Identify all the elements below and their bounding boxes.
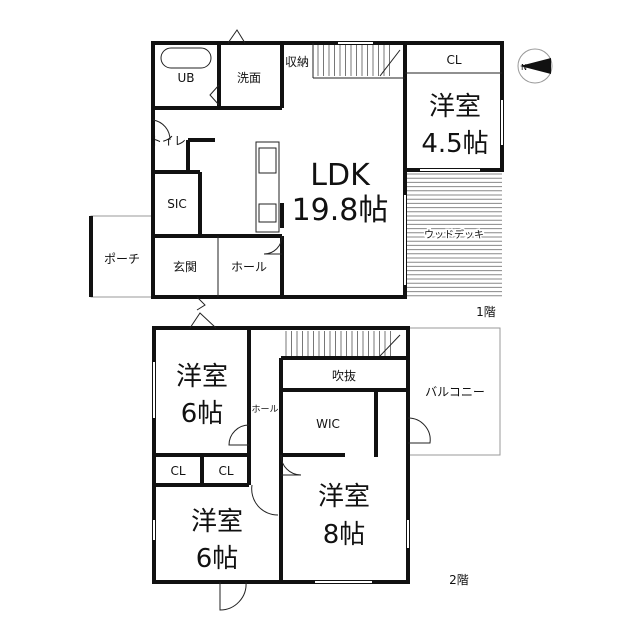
svg-text:N: N xyxy=(521,63,527,72)
room-label-closet-a: CL xyxy=(170,464,185,478)
entrance-door[interactable] xyxy=(196,296,206,311)
door-swing[interactable] xyxy=(219,581,247,611)
window-door xyxy=(227,29,246,44)
room-label-hall: ホール xyxy=(231,260,267,274)
door-swing[interactable] xyxy=(152,119,171,141)
floor-2-label: 2階 xyxy=(449,572,469,587)
room-label-entrance: 玄関 xyxy=(173,259,197,274)
room-label-sic: SIC xyxy=(167,197,187,211)
room-label-ldk-name: LDK xyxy=(310,158,371,193)
room-label-western-6a-name: 洋室 xyxy=(176,362,228,392)
north-arrow-icon: N xyxy=(517,48,553,84)
door-swing[interactable] xyxy=(189,312,217,329)
stair-arrow xyxy=(379,49,401,77)
room-label-hall-2f: ホール xyxy=(251,404,278,415)
room-label-ub: UB xyxy=(177,71,194,85)
floor-1: UB 洗面 収納 CL 洋室 4.5帖 トイレ SIC LDK 19.8帖 ポー… xyxy=(89,29,553,319)
door-swing[interactable] xyxy=(280,454,302,476)
room-label-closet: CL xyxy=(446,53,461,67)
room-label-western-4-5-name: 洋室 xyxy=(429,92,481,122)
room-label-western-6b-size: 6帖 xyxy=(196,544,239,574)
room-label-western-4-5-size: 4.5帖 xyxy=(421,129,488,159)
room-label-western-8-size: 8帖 xyxy=(323,520,366,550)
room-label-wood-deck: ウッドデッキ xyxy=(424,228,484,241)
room-label-porch: ポーチ xyxy=(104,252,140,266)
room-label-western-6a-size: 6帖 xyxy=(181,399,224,429)
room-label-western-6b-name: 洋室 xyxy=(191,507,243,537)
room-label-toilet: トイレ xyxy=(150,134,186,148)
room-label-closet-b: CL xyxy=(218,464,233,478)
floor-2: 洋室 6帖 ホール 吹抜 WIC バルコニー CL CL 洋室 6帖 洋室 8帖… xyxy=(152,312,501,611)
door-swing[interactable] xyxy=(228,424,250,446)
room-label-western-8-name: 洋室 xyxy=(318,482,370,512)
stove-icon xyxy=(258,203,277,223)
door-swing[interactable] xyxy=(263,235,283,255)
sink-icon xyxy=(258,147,277,174)
balcony-door[interactable] xyxy=(407,417,431,444)
door-swing[interactable] xyxy=(209,84,220,106)
room-label-washroom: 洗面 xyxy=(237,71,261,85)
room-label-wic: WIC xyxy=(316,417,340,431)
bathtub-icon xyxy=(160,47,212,69)
kitchen-counter xyxy=(255,141,280,233)
floor-1-label: 1階 xyxy=(476,304,496,319)
wood-deck xyxy=(407,173,502,297)
staircase xyxy=(317,45,401,77)
room-label-balcony: バルコニー xyxy=(425,385,485,399)
door-swing[interactable] xyxy=(251,484,279,516)
stair-arrow xyxy=(379,334,401,357)
staircase xyxy=(285,331,401,357)
room-label-storage: 収納 xyxy=(285,55,309,69)
room-label-ldk-size: 19.8帖 xyxy=(292,193,389,228)
room-label-atrium: 吹抜 xyxy=(332,369,356,383)
